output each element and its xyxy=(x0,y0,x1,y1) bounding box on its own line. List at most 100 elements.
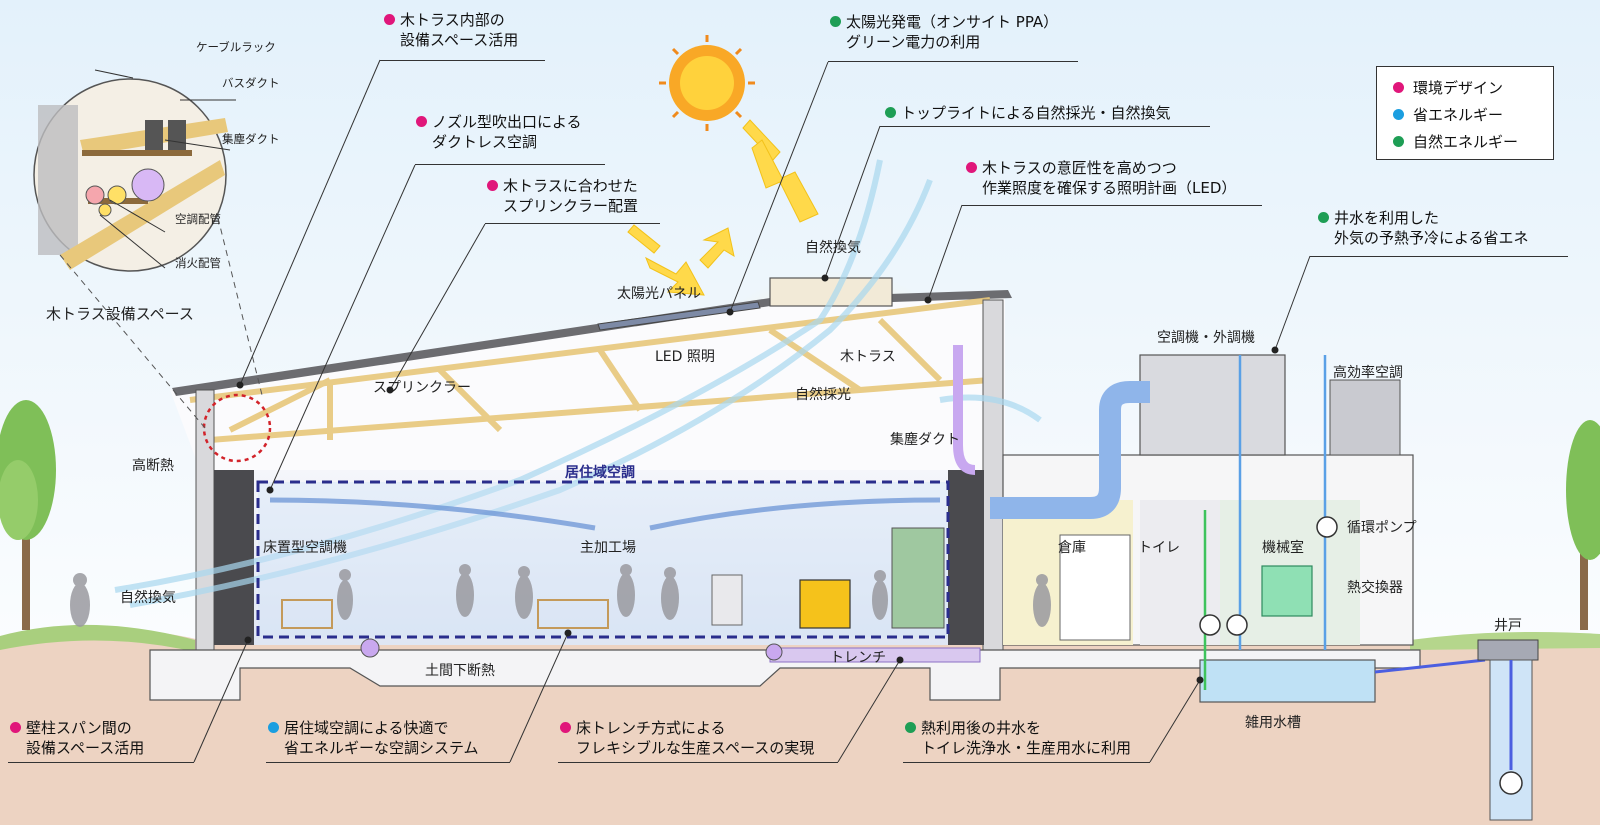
callout-solar: 太陽光発電（オンサイト PPA） グリーン電力の利用 xyxy=(830,12,1058,53)
zoom-highlight-ring xyxy=(202,393,272,463)
dust-duct xyxy=(953,345,976,475)
callout-lighting: 木トラスの意匠性を高めつつ 作業照度を確保する照明計画（LED） xyxy=(966,158,1236,199)
callout-trench-method-line2: フレキシブルな生産スペースの実現 xyxy=(576,739,815,758)
callout-sprinkler-line1: 木トラスに合わせた xyxy=(503,177,638,195)
label-dust-duct: 集塵ダクト xyxy=(890,432,960,448)
sun-icon xyxy=(659,35,755,131)
label-truss: 木トラス xyxy=(840,349,896,365)
label-trench: トレンチ xyxy=(830,650,886,666)
callout-truss-space: 木トラス内部の 設備スペース活用 xyxy=(384,10,518,51)
label-ac-unit: 空調機・外調機 xyxy=(1157,330,1255,346)
label-natural-light: 自然採光 xyxy=(795,387,851,403)
callout-sprinkler: 木トラスに合わせた スプリンクラー配置 xyxy=(487,176,638,217)
callout-truss-space-line1: 木トラス内部の xyxy=(400,11,505,29)
zoom-dust-duct: 集塵ダクト xyxy=(222,132,280,146)
machinery xyxy=(281,527,945,661)
pink-dot-icon xyxy=(966,162,977,173)
tree-left xyxy=(0,400,56,630)
label-heat-exchanger: 熱交換器 xyxy=(1347,580,1403,596)
pink-dot-icon xyxy=(487,180,498,191)
pink-dot-icon xyxy=(10,722,21,733)
green-dot-icon xyxy=(885,107,896,118)
callout-zone-hvac: 居住域空調による快適で 省エネルギーな空調システム xyxy=(268,718,479,759)
callout-wall-line2: 設備スペース活用 xyxy=(26,739,145,758)
legend-item: 省エネルギー xyxy=(1393,102,1553,129)
callout-nozzle: ノズル型吹出口による ダクトレス空調 xyxy=(416,112,582,153)
callout-truss-space-line2: 設備スペース活用 xyxy=(400,31,519,50)
label-machine-room: 機械室 xyxy=(1262,540,1304,556)
underline xyxy=(380,60,545,61)
label-warehouse: 倉庫 xyxy=(1058,540,1086,556)
label-sprinkler: スプリンクラー xyxy=(373,380,471,396)
label-floor-ac: 床置型空調機 xyxy=(263,540,347,556)
callout-solar-line2: グリーン電力の利用 xyxy=(846,33,981,52)
underline xyxy=(485,223,660,224)
callout-solar-line1: 太陽光発電（オンサイト PPA） xyxy=(846,13,1059,31)
callout-nozzle-line2: ダクトレス空調 xyxy=(432,133,538,152)
callout-well: 井水を利用した 外気の予熱予冷による省エネ xyxy=(1318,208,1529,249)
underline xyxy=(266,762,510,763)
zoom-cable-rack: ケーブルラック xyxy=(196,40,276,54)
well-structure xyxy=(1477,639,1539,821)
green-dot-icon xyxy=(1318,212,1329,223)
label-high-insulation: 高断熱 xyxy=(132,458,174,474)
callout-zone-hvac-line2: 省エネルギーな空調システム xyxy=(284,739,479,758)
sun-rays xyxy=(627,119,819,296)
zoom-ac-pipe: 空調配管 xyxy=(175,212,221,226)
pink-dot-icon xyxy=(560,722,571,733)
label-tank: 雑用水槽 xyxy=(1245,715,1301,731)
callout-lighting-line2: 作業照度を確保する照明計画（LED） xyxy=(982,179,1237,198)
underline xyxy=(880,126,1210,127)
leader-dots xyxy=(236,274,1279,684)
green-dot-icon xyxy=(905,722,916,733)
label-toilet: トイレ xyxy=(1138,540,1180,556)
callout-toplight-line1: トップライトによる自然採光・自然換気 xyxy=(901,104,1171,122)
legend-label: 自然エネルギー xyxy=(1413,133,1519,151)
pink-dot-icon xyxy=(384,14,395,25)
callout-reuse-line2: トイレ洗浄水・生産用水に利用 xyxy=(921,739,1132,758)
legend-dot-icon xyxy=(1393,82,1404,93)
callout-wall: 壁柱スパン間の 設備スペース活用 xyxy=(10,718,144,759)
workers xyxy=(70,564,1051,627)
legend-item: 自然エネルギー xyxy=(1393,129,1553,156)
callout-nozzle-line1: ノズル型吹出口による xyxy=(432,113,582,131)
legend-dot-icon xyxy=(1393,109,1404,120)
underline xyxy=(558,762,838,763)
truss-zoom-circle xyxy=(33,78,228,272)
ventilation-airflow xyxy=(114,159,1042,608)
label-high-eff-ac: 高効率空調 xyxy=(1333,365,1403,381)
callout-zone-hvac-line1: 居住域空調による快適で xyxy=(284,719,449,737)
callout-well-line1: 井水を利用した xyxy=(1334,209,1440,227)
callout-trench-method-line1: 床トレンチ方式による xyxy=(576,719,726,737)
label-main-hall: 主加工場 xyxy=(580,540,636,556)
leader-lines xyxy=(94,59,1311,763)
annex-building xyxy=(990,354,1486,703)
callout-well-line2: 外気の予熱予冷による省エネ xyxy=(1334,229,1529,248)
zoom-title: 木トラス設備スペース xyxy=(46,305,194,323)
callout-sprinkler-line2: スプリンクラー配置 xyxy=(503,197,639,216)
label-well: 井戸 xyxy=(1494,618,1522,634)
label-slab-insulation: 土間下断熱 xyxy=(425,663,495,679)
callout-reuse-line1: 熱利用後の井水を xyxy=(921,719,1042,737)
zoom-connector-lines xyxy=(59,217,263,429)
underline xyxy=(415,164,605,165)
legend-item: 環境デザイン xyxy=(1393,75,1553,102)
zoom-bus-duct: バスダクト xyxy=(222,76,280,90)
label-circ-pump: 循環ポンプ xyxy=(1347,520,1417,536)
label-natural-vent-left: 自然換気 xyxy=(120,590,176,606)
underline xyxy=(8,762,194,763)
callout-toplight: トップライトによる自然採光・自然換気 xyxy=(885,103,1171,123)
callout-wall-line1: 壁柱スパン間の xyxy=(26,719,132,737)
callout-lighting-line1: 木トラスの意匠性を高めつつ xyxy=(982,159,1177,177)
label-natural-vent-top: 自然換気 xyxy=(805,240,861,256)
underline xyxy=(1310,256,1568,257)
underline xyxy=(962,205,1262,206)
legend-label: 環境デザイン xyxy=(1413,79,1504,97)
pink-dot-icon xyxy=(416,116,427,127)
label-led: LED 照明 xyxy=(655,349,715,365)
grass xyxy=(0,624,195,652)
legend: 環境デザイン 省エネルギー 自然エネルギー xyxy=(1376,66,1554,160)
underline xyxy=(903,762,1150,763)
